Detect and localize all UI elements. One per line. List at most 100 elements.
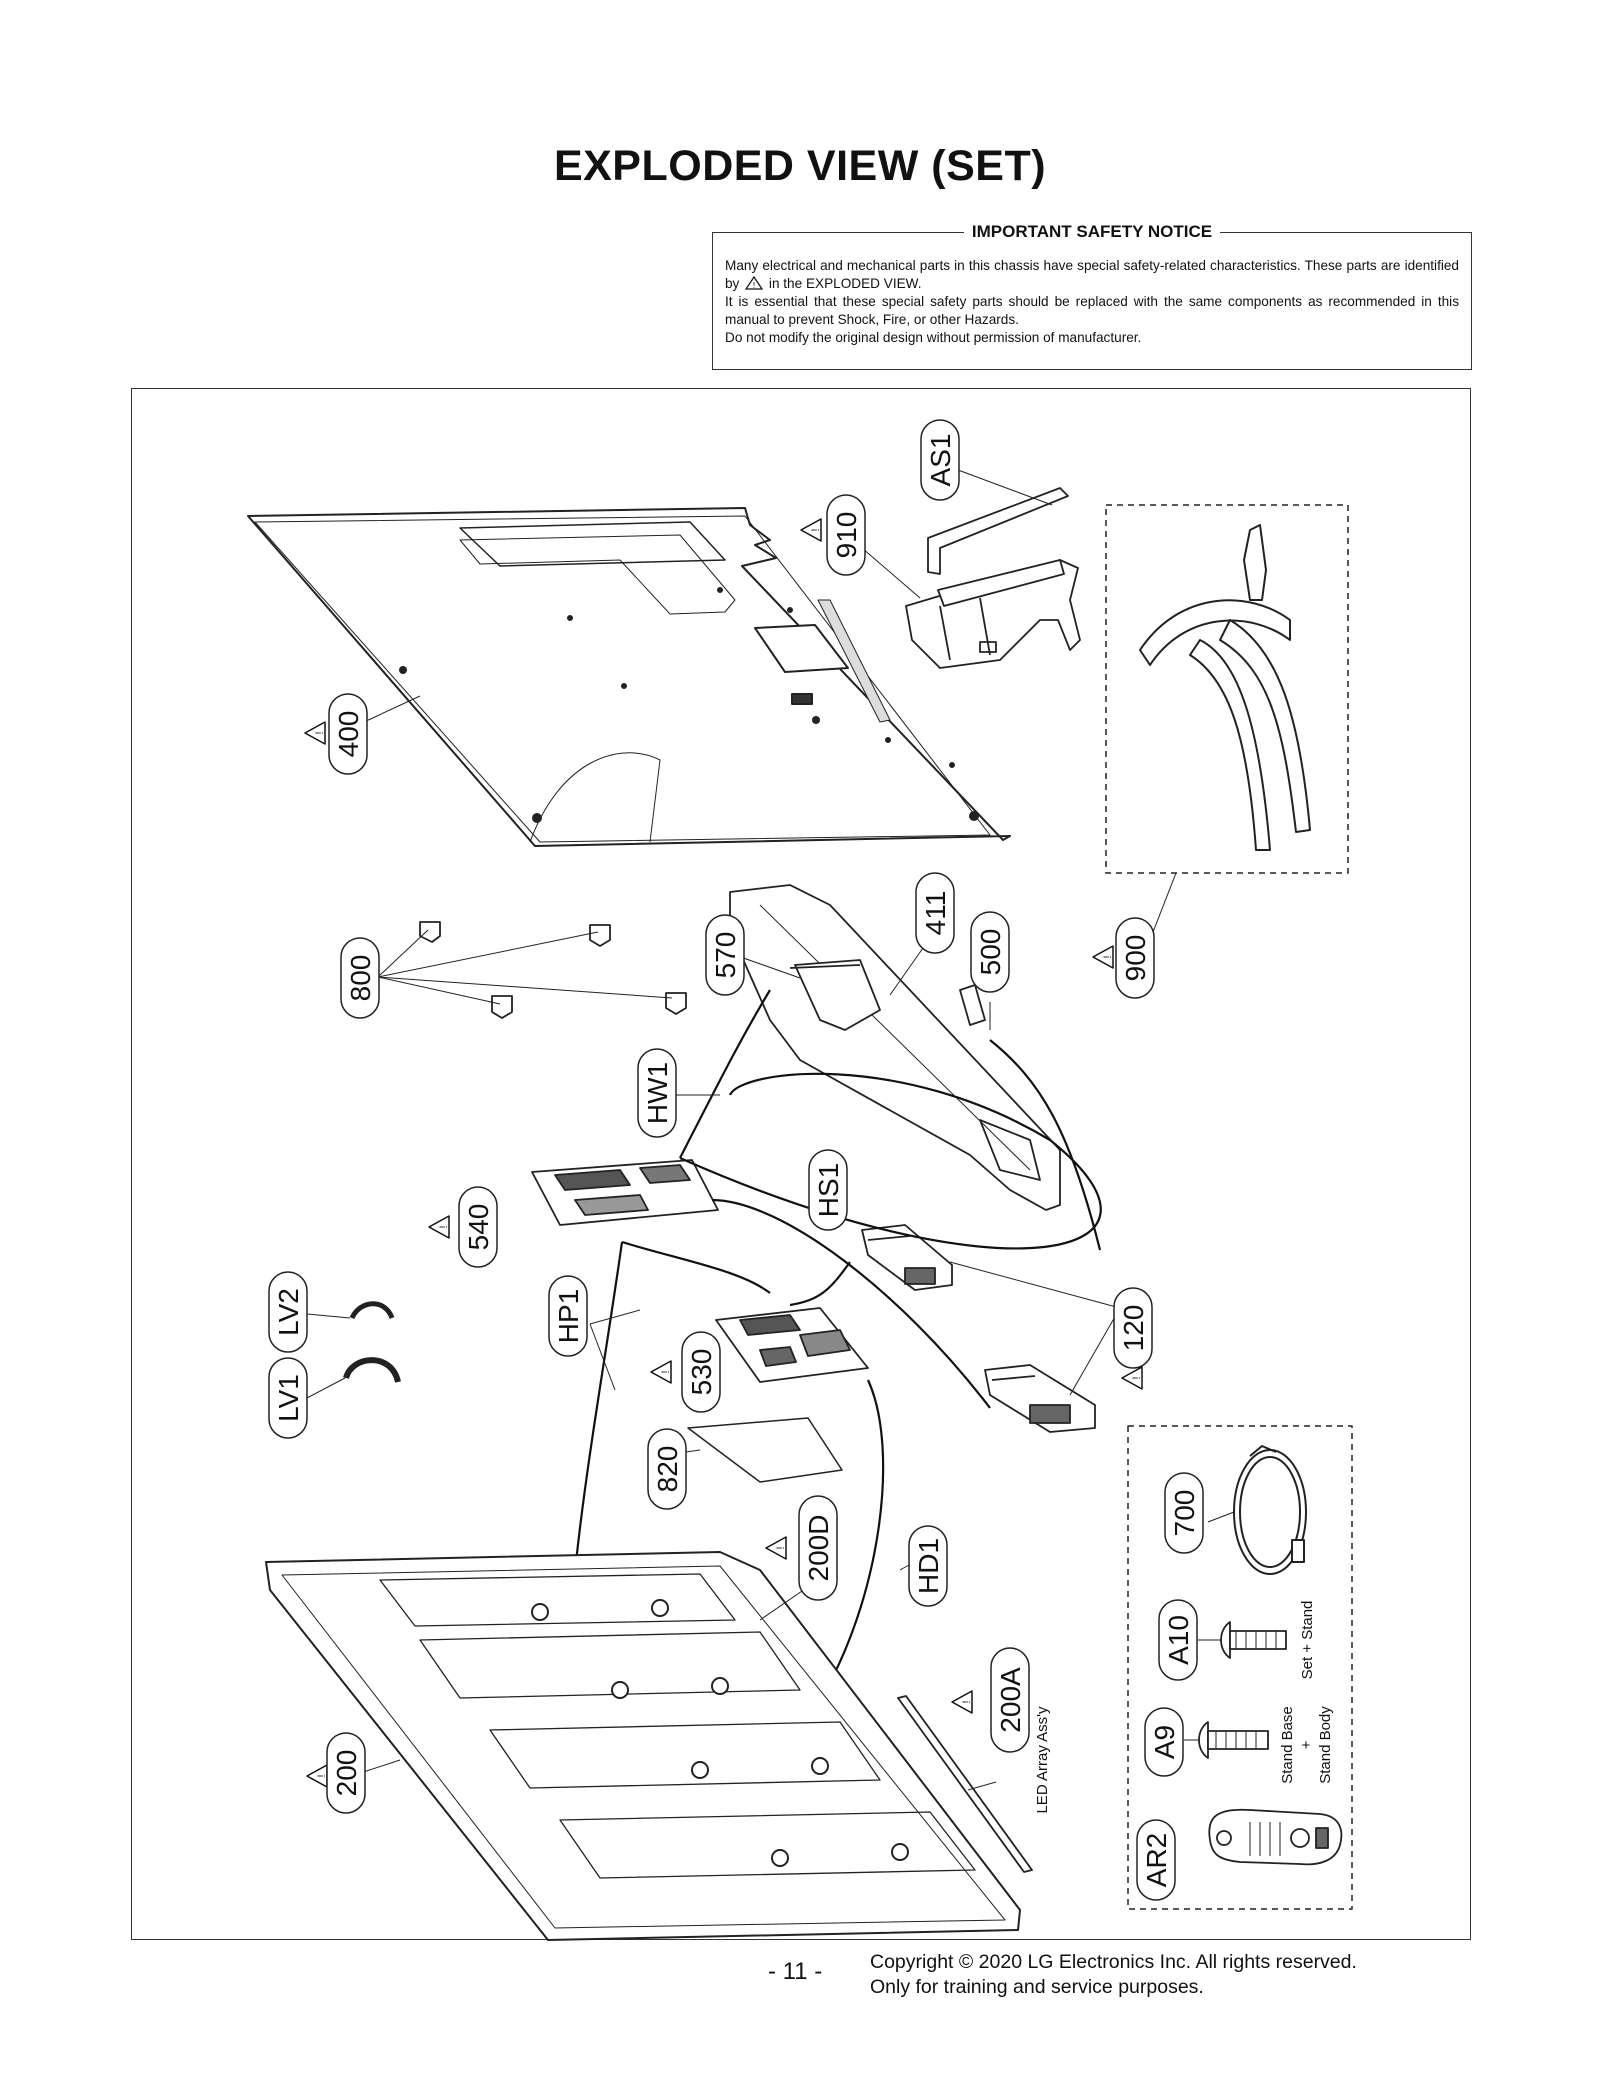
plus-annotation: + (1298, 1740, 1315, 1749)
screw-a9-part (1198, 1721, 1269, 1759)
speaker-part-1 (861, 1224, 953, 1291)
label-200: 200 (326, 1732, 366, 1814)
display-module-part (265, 1551, 1021, 1941)
svg-text:570: 570 (710, 932, 741, 979)
warning-triangle-icon (1121, 1366, 1144, 1390)
notice-line-3: Do not modify the original design withou… (725, 330, 1142, 345)
label-900: 900 (1115, 917, 1155, 999)
label-530: 530 (681, 1331, 721, 1413)
notice-line-2: It is essential that these special safet… (725, 294, 1459, 327)
cable-hw1-a (679, 989, 771, 1159)
warning-triangle-icon (951, 1690, 974, 1714)
annotations: LED Array Ass'y Set + Stand Stand Base +… (1034, 1601, 1334, 1814)
label-411: 411 (915, 872, 955, 954)
safety-notice-body: Many electrical and mechanical parts in … (725, 257, 1459, 347)
label-400: 400 (328, 693, 368, 775)
svg-text:700: 700 (1169, 1490, 1200, 1537)
label-540: 540 (458, 1186, 498, 1268)
svg-text:200: 200 (331, 1750, 362, 1797)
warning-triangle-icon (765, 1536, 788, 1560)
svg-text:!: ! (753, 281, 755, 290)
screw-a10-part (1220, 1621, 1287, 1659)
svg-text:LV2: LV2 (273, 1288, 304, 1336)
svg-text:800: 800 (345, 955, 376, 1002)
label-500: 500 (970, 911, 1010, 993)
svg-text:AS1: AS1 (925, 434, 956, 487)
notice-line-1: Many electrical and mechanical parts in … (725, 258, 1459, 291)
remote-control-part (1208, 1808, 1343, 1866)
label-as1: AS1 (920, 419, 960, 501)
usage-line: Only for training and service purposes. (870, 1976, 1204, 1998)
stand-group-box (1105, 504, 1349, 874)
warning-triangle-icon (304, 721, 327, 745)
warning-triangle-icon (800, 518, 823, 542)
label-120: 120 (1113, 1287, 1153, 1369)
warning-triangle-icon (1092, 945, 1115, 969)
safety-notice-box: IMPORTANT SAFETY NOTICE Many electrical … (712, 222, 1472, 370)
svg-text:120: 120 (1118, 1305, 1149, 1352)
svg-text:400: 400 (333, 711, 364, 758)
svg-text:200D: 200D (803, 1515, 834, 1582)
svg-text:910: 910 (831, 512, 862, 559)
lv1-part (343, 1357, 401, 1383)
page-number: - 11 - (768, 1958, 823, 1985)
label-200d: 200D (798, 1495, 838, 1601)
led-array-annotation: LED Array Ass'y (1034, 1706, 1051, 1814)
svg-text:HS1: HS1 (813, 1163, 844, 1217)
svg-text:200A: 200A (995, 1667, 1026, 1733)
safety-notice-heading: IMPORTANT SAFETY NOTICE (963, 222, 1221, 241)
back-cover-part (247, 507, 1011, 847)
svg-text:HP1: HP1 (553, 1289, 584, 1343)
power-cord-part (1233, 1445, 1307, 1575)
diagram-frame (131, 388, 1471, 1940)
label-a10: A10 (1158, 1599, 1198, 1681)
page-title: EXPLODED VIEW (SET) (553, 142, 1047, 190)
label-hw1: HW1 (637, 1048, 677, 1138)
led-array-part (897, 1695, 1033, 1873)
power-board-part (715, 1307, 869, 1383)
lv2-part (349, 1301, 395, 1320)
accessories-box (1127, 1425, 1353, 1910)
label-hs1: HS1 (808, 1149, 848, 1231)
frame-bracket-part (729, 884, 1061, 1211)
svg-text:540: 540 (463, 1204, 494, 1251)
stand-part (1139, 524, 1311, 851)
stand-body-annotation: Stand Body (1317, 1706, 1334, 1784)
warning-triangle-icon (650, 1360, 673, 1384)
label-ar2: AR2 (1136, 1819, 1176, 1901)
stand-base-annotation: Stand Base (1279, 1706, 1296, 1784)
warning-triangle-icon: ! (745, 276, 764, 290)
clips-part (419, 921, 687, 1019)
label-200a: 200A (990, 1647, 1030, 1753)
leader-lines (306, 469, 1235, 1791)
svg-text:900: 900 (1120, 935, 1151, 982)
svg-text:530: 530 (686, 1349, 717, 1396)
part-labels: AS1 910 400 900 800 570 411 500 HW1 540 … (268, 419, 1204, 1901)
svg-text:A9: A9 (1149, 1725, 1180, 1759)
svg-text:500: 500 (975, 929, 1006, 976)
label-700: 700 (1164, 1472, 1204, 1554)
footer-copyright: Copyright © 2020 LG Electronics Inc. All… (870, 1950, 1357, 2000)
label-820: 820 (647, 1428, 687, 1510)
svg-text:820: 820 (652, 1446, 683, 1493)
svg-text:HW1: HW1 (642, 1062, 673, 1124)
warning-triangle-icon (428, 1215, 451, 1239)
svg-text:AR2: AR2 (1141, 1833, 1172, 1887)
label-570: 570 (705, 914, 745, 996)
warning-triangle-icon (306, 1764, 329, 1788)
label-lv1: LV1 (268, 1357, 308, 1439)
label-lv2: LV2 (268, 1271, 308, 1353)
main-board-part (531, 1159, 719, 1226)
svg-text:LV1: LV1 (273, 1374, 304, 1422)
svg-text:A10: A10 (1163, 1615, 1194, 1665)
label-910: 910 (826, 494, 866, 576)
label-800: 800 (340, 937, 380, 1019)
label-hp1: HP1 (548, 1275, 588, 1357)
insulation-sheet-part (687, 1417, 843, 1483)
speaker-part-2 (984, 1364, 1096, 1433)
stand-cover-part (927, 487, 1069, 575)
notice-line-1b: in the EXPLODED VIEW. (768, 276, 922, 291)
set-stand-annotation: Set + Stand (1299, 1601, 1316, 1680)
svg-text:411: 411 (920, 891, 951, 936)
